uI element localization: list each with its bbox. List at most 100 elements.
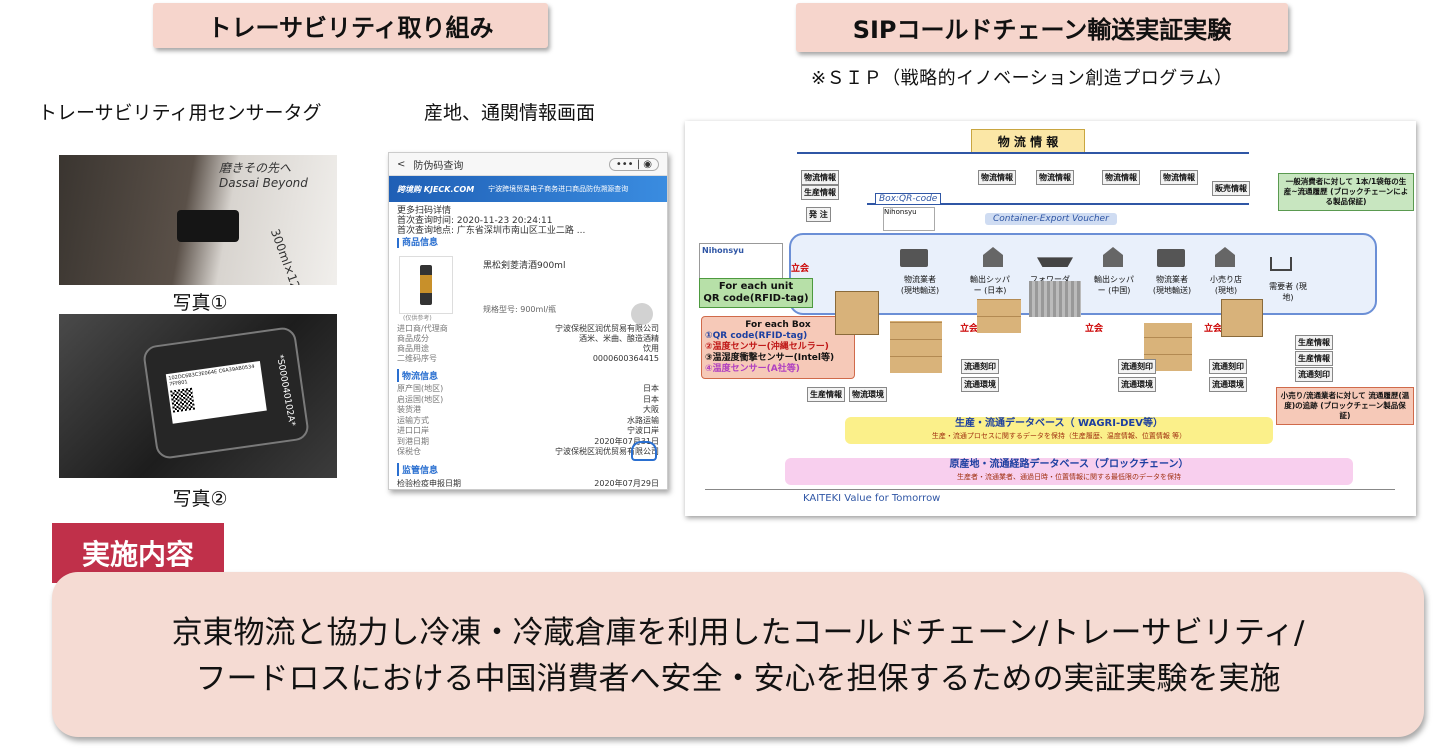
photo-2: 102DC6B3C3E064E C6A39AB0534 7FF801 *S000… [59, 314, 337, 478]
product-name: 黒松剣菱清酒900ml [483, 261, 566, 271]
traceability-title: トレーサビリティ取り組み [153, 3, 548, 48]
box-item-1: ①QR code(RFID-tag) [705, 331, 808, 341]
process-band [789, 233, 1377, 315]
phone-header-title: 防伪码查询 [413, 160, 464, 172]
cardboard-stack-1 [890, 321, 942, 373]
banner-logo: 跨境购 KJECK.COM [397, 184, 475, 194]
sip-title-text: SIPコールドチェーン輸送実証実験 [852, 16, 1232, 44]
logistics-section-title: 物流信息 [397, 369, 659, 382]
stage-4: 輸出シッパー (中国) [1094, 275, 1134, 295]
for-each-box: For each Box [745, 320, 811, 330]
logistics-key: 到港日期 [397, 436, 429, 446]
product-value: 酒米、米曲、酿造酒精 [579, 334, 659, 343]
for-each-unit: For each unit [718, 281, 794, 292]
sensor-box-icon [835, 291, 879, 335]
sip-title: SIPコールドチェーン輸送実証実験 [796, 3, 1288, 52]
sensor-label: 102DC6B3C3E064E C6A39AB0534 7FF801 [165, 360, 267, 424]
nihonsyu-card: Nihonsyu [699, 243, 783, 281]
info-box-4: 物流情報 [1102, 170, 1140, 185]
photo-1: 磨きその先へ Dassai Beyond 300ml×12 [59, 155, 337, 285]
logistics-row: 装货港 大阪 [397, 405, 659, 416]
stage-5: 物流業者 (現地輸送) [1152, 275, 1192, 295]
traceability-title-text: トレーサビリティ取り組み [207, 14, 494, 42]
sensor-device [177, 210, 239, 242]
logistics-key: 原产国(地区) [397, 384, 444, 393]
product-value: 宁波保税区润优贸易有限公司 [555, 324, 659, 333]
logistics-value: 大阪 [643, 405, 659, 414]
unit-qr-label: For each unit QR code(RFID-tag) [699, 278, 813, 308]
back-button[interactable]: < [397, 158, 406, 170]
implementation-content: 京東物流と協力し冷凍・冷蔵倉庫を利用したコールドチェーン/トレーサビリティ/ フ… [52, 572, 1424, 737]
product-row: 进口商/代理商宁波保税区润优贸易有限公司 [397, 324, 659, 334]
logistics-row: 进口口岸宁波口岸 [397, 426, 659, 437]
banner-text: 宁波跨境贸易电子商务进口商品防伪溯源查询 [488, 185, 629, 193]
cardboard-stack-2 [977, 299, 1021, 333]
house-icon-2 [1103, 247, 1123, 267]
product-key: 商品成分 [397, 334, 429, 343]
stage-6: 小売り店 (現地) [1210, 275, 1242, 295]
box-item-2: ②温度センサー(沖縄セルラー) [705, 342, 829, 352]
phone-screen: < 防伪码查询 ••• | ◉ 跨境购 KJECK.COM 宁波跨境贸易电子商务… [388, 152, 668, 490]
first-query-time: 首次查询时间: 2020-11-23 20:24:11 [397, 216, 553, 226]
logistics-key: 进口口岸 [397, 426, 429, 435]
stage-1: 物流業者 (現地輸送) [900, 275, 940, 295]
export-voucher-label: Container-Export Voucher [985, 213, 1117, 225]
info-box-1: 物流情報 [801, 170, 839, 185]
bottle-icon [420, 265, 432, 305]
blockchain-db-title: 原産地・流通経路データベース（ブロックチェーン） [949, 459, 1189, 470]
mid-line [867, 203, 1249, 205]
box-item-4: ④温度センサー(A社等) [705, 364, 800, 374]
sensor-box-icon-2 [1221, 299, 1263, 337]
production-db-title: 生産・流通データベース（ WAGRI-DEV等） [955, 418, 1163, 429]
flow-stamp-4: 流通刻印 [1295, 367, 1333, 382]
product-key: 商品用途 [397, 344, 429, 353]
flow-env-1: 流通環境 [961, 377, 999, 392]
box-qr-label: Box:QR-code [875, 193, 942, 205]
logistics-info-banner: 物 流 情 報 [971, 129, 1085, 153]
sensor-label-text: 102DC6B3C3E064E C6A39AB0534 7FF801 [168, 363, 255, 388]
info-box-5: 物流情報 [1160, 170, 1198, 185]
box-list: For each Box ①QR code(RFID-tag) ②温度センサー(… [701, 316, 855, 379]
origin-customs-label: 産地、通関情報画面 [424, 102, 596, 124]
product-image [399, 256, 453, 314]
product-row: 商品用途 饮用 [397, 344, 659, 354]
blockchain-db-sub: 生産者・流通業者、通過日時・位置情報に関する最低限のデータを保持 [957, 473, 1181, 481]
witness-2: 立会 [960, 324, 979, 334]
customer-service-icon[interactable] [631, 441, 657, 461]
logistics-value: 2020年07月31日 [594, 436, 659, 446]
witness-4: 立会 [1204, 324, 1223, 334]
logistics-key: 装货港 [397, 405, 421, 414]
sip-note: ※ＳＩＰ（戦略的イノベーション創造プログラム） [811, 68, 1233, 89]
photo1-box-text: 磨きその先へ Dassai Beyond [219, 161, 308, 190]
more-icon[interactable]: ••• | ◉ [608, 157, 659, 171]
sales-info-box: 販売情報 [1212, 181, 1250, 196]
prod-info-box-1: 生産情報 [801, 185, 839, 200]
logistics-info-title: 物 流 情 報 [997, 134, 1059, 149]
nihonsyu-top-text: Nihonsyu [884, 208, 917, 216]
stage-2: 輸出シッパー (日本) [970, 275, 1010, 295]
flow-stamp-2: 流通刻印 [1118, 359, 1156, 374]
inspection-row: 检验检疫申报日期 2020年07月29日 [389, 478, 667, 489]
photo-note: (仅供参考) [403, 315, 432, 322]
witness-3: 立会 [1085, 324, 1104, 334]
top-line [797, 152, 1249, 154]
implementation-line-1: 京東物流と協力し冷凍・冷蔵倉庫を利用したコールドチェーン/トレーサビリティ/ [171, 615, 1305, 651]
product-rows: 进口商/代理商宁波保税区润优贸易有限公司商品成分 酒米、米曲、酿造酒精商品用途 饮用… [389, 324, 667, 364]
photo1-side-text: 300ml×12 [267, 227, 303, 285]
product-value: 饮用 [643, 344, 659, 353]
logistics-value: 宁波保税区润优贸易有限公司 [555, 447, 659, 456]
phone-banner: 跨境购 KJECK.COM 宁波跨境贸易电子商务进口商品防伪溯源查询 [389, 176, 667, 202]
product-key: 二维码序号 [397, 354, 437, 363]
supervision-section-title: 监管信息 [397, 462, 659, 476]
order-box: 発 注 [806, 207, 831, 222]
logistics-row: 保税仓宁波保税区润优贸易有限公司 [397, 447, 659, 458]
prod-info-box-3: 生産情報 [1295, 335, 1333, 350]
flow-env-3: 流通環境 [1209, 377, 1247, 392]
witness-1: 立会 [791, 264, 810, 274]
first-query-place: 首次查询地点: 广东省深圳市南山区工业二路 ... [397, 226, 586, 236]
logistics-key: 启运国(地区) [397, 394, 444, 404]
scroll-handle[interactable] [631, 303, 653, 325]
implementation-line-2: フードロスにおける中国消費者へ安全・安心を担保するための実証実験を実施 [195, 661, 1281, 697]
query-more[interactable]: 更多扫码详情 [397, 206, 452, 216]
ship-icon [1037, 257, 1073, 267]
